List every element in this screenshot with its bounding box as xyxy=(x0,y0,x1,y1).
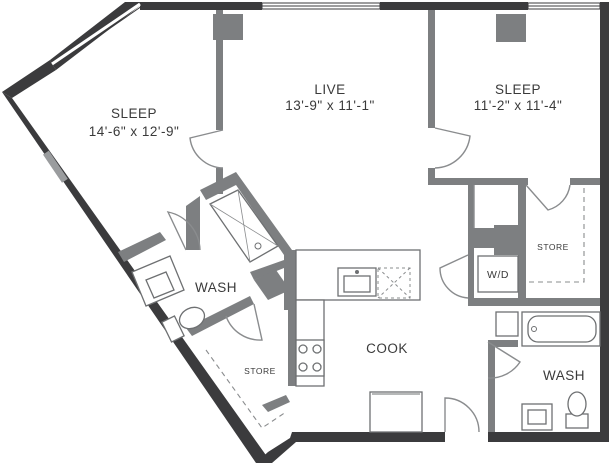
windows xyxy=(43,2,601,183)
room-labels: SLEEP 14'-6" x 12'-9" LIVE 13'-9" x 11'-… xyxy=(89,82,585,383)
sleep-left-dims: 14'-6" x 12'-9" xyxy=(89,124,180,139)
shower-left xyxy=(209,189,279,263)
store-left-name: STORE xyxy=(244,366,276,376)
laundry-name: W/D xyxy=(487,269,509,281)
live-dims: 13'-9" x 11'-1" xyxy=(285,98,375,113)
toilet-left xyxy=(161,306,206,343)
cook-name: COOK xyxy=(366,341,408,356)
sleep-left-name: SLEEP xyxy=(111,106,157,121)
wash-left-name: WASH xyxy=(195,280,237,295)
store-right-name: STORE xyxy=(537,242,569,252)
sleep-right-dims: 11'-2" x 11'-4" xyxy=(474,98,563,113)
washer-dryer xyxy=(477,255,519,293)
kitchen-sink xyxy=(337,267,377,297)
dishwasher xyxy=(377,267,411,299)
doors xyxy=(166,127,571,433)
sleep-right-name: SLEEP xyxy=(495,82,541,97)
cooktop xyxy=(295,339,325,377)
toilet-right xyxy=(565,391,589,429)
bathtub xyxy=(495,311,601,347)
fixtures xyxy=(131,188,601,433)
sink-left xyxy=(131,255,185,307)
sink-right xyxy=(521,403,553,431)
live-name: LIVE xyxy=(314,82,345,97)
wash-right-name: WASH xyxy=(543,368,585,383)
interior-partitions xyxy=(118,10,600,432)
